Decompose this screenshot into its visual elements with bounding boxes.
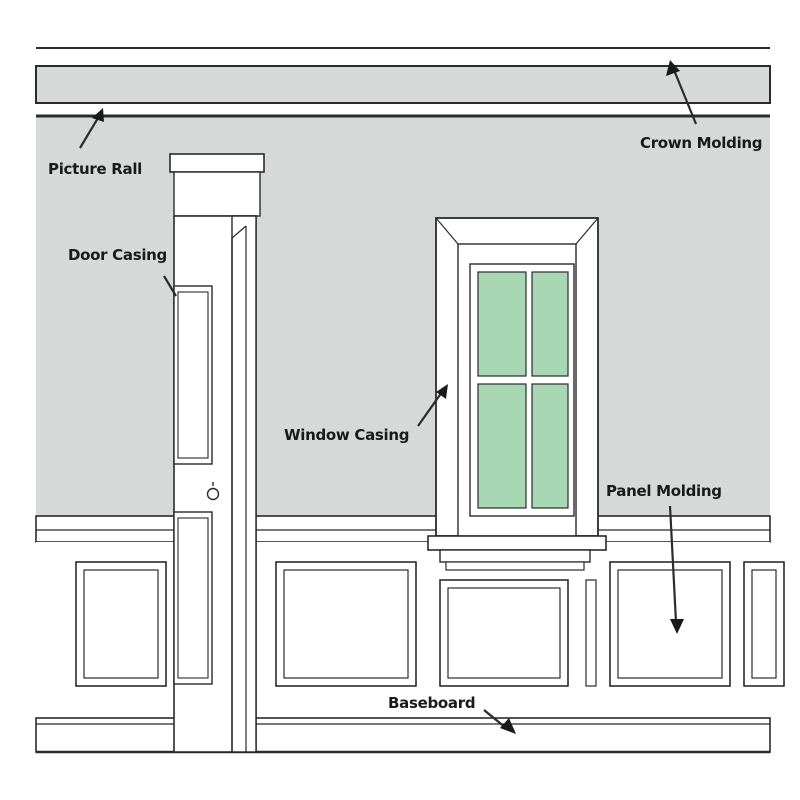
panel-center-left (275, 561, 417, 687)
chair-rail (35, 515, 771, 543)
arrow-baseboard (483, 709, 516, 734)
panel-right (609, 561, 731, 687)
upper-wall (36, 116, 770, 516)
panel-under-window (439, 579, 569, 687)
window-apron (439, 549, 591, 563)
arrow-door-casing (163, 275, 177, 297)
glass-pane (531, 383, 569, 509)
glass-pane (531, 271, 569, 377)
label-baseboard: Baseboard (388, 694, 475, 712)
panel-left (75, 561, 167, 687)
label-panel-molding: Panel Molding (606, 482, 722, 500)
arrow-window-casing (417, 384, 448, 427)
door (169, 153, 265, 753)
glass-pane (477, 383, 527, 509)
arrow-picture-rail (79, 108, 104, 149)
arrow-crown-molding (666, 60, 698, 125)
crown-molding-band (35, 65, 771, 104)
pilaster (585, 579, 597, 687)
arrow-panel-molding (668, 505, 684, 634)
window (427, 217, 607, 571)
panel-far-right (743, 561, 785, 687)
door-knob (206, 487, 220, 501)
window-sill (427, 535, 607, 551)
glass-pane (477, 271, 527, 377)
label-crown-molding: Crown Molding (640, 134, 762, 152)
label-window-casing: Window Casing (284, 426, 409, 444)
label-picture-rail: Picture Rall (48, 160, 142, 178)
baseboard-band (35, 717, 771, 753)
label-door-casing: Door Casing (68, 246, 167, 264)
